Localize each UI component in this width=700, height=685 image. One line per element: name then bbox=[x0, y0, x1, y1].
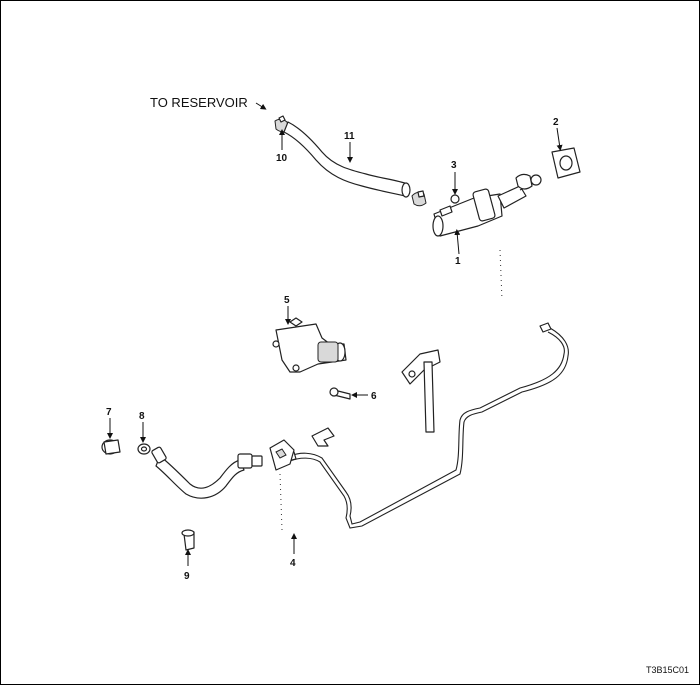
bolt bbox=[329, 387, 351, 400]
pipe-bracket bbox=[401, 349, 441, 433]
washer bbox=[137, 443, 151, 455]
svg-text:11: 11 bbox=[344, 131, 355, 142]
svg-text:6: 6 bbox=[371, 391, 377, 402]
clutch-pipe bbox=[285, 322, 569, 529]
callout-11: 11 bbox=[344, 131, 355, 163]
svg-text:9: 9 bbox=[184, 571, 190, 582]
pipe-clip bbox=[311, 427, 335, 447]
callout-7: 7 bbox=[106, 407, 113, 439]
callout-8: 8 bbox=[139, 411, 146, 443]
svg-text:5: 5 bbox=[284, 295, 290, 306]
reservoir-arrow bbox=[255, 102, 267, 110]
callout-4: 4 bbox=[290, 533, 297, 569]
svg-text:2: 2 bbox=[553, 117, 559, 128]
alignment-line-1 bbox=[499, 249, 503, 301]
pipe-grommet-bracket bbox=[269, 439, 295, 471]
mounting-bolt bbox=[181, 529, 195, 551]
alignment-line-2 bbox=[279, 473, 283, 531]
clutch-master-cylinder bbox=[432, 173, 542, 237]
callout-9: 9 bbox=[184, 549, 191, 582]
gasket bbox=[551, 147, 581, 179]
callout-6: 6 bbox=[351, 391, 377, 402]
callout-3: 3 bbox=[451, 160, 458, 195]
figure-code: T3B15C01 bbox=[646, 665, 689, 675]
reservoir-caption: TO RESERVOIR bbox=[150, 95, 248, 110]
svg-text:10: 10 bbox=[276, 153, 288, 164]
reservoir-hose bbox=[283, 121, 411, 198]
hose-clamp-lower bbox=[411, 190, 427, 207]
clutch-hose bbox=[151, 446, 263, 499]
clutch-slave-cylinder bbox=[272, 317, 347, 373]
callout-2: 2 bbox=[553, 117, 563, 151]
nut bbox=[450, 194, 460, 204]
callout-5: 5 bbox=[284, 295, 291, 325]
callout-10: 10 bbox=[276, 129, 288, 164]
callout-1: 1 bbox=[454, 229, 461, 267]
bleeder-cap bbox=[101, 439, 121, 455]
svg-text:4: 4 bbox=[290, 558, 296, 569]
svg-text:1: 1 bbox=[455, 256, 461, 267]
svg-text:3: 3 bbox=[451, 160, 457, 171]
svg-text:8: 8 bbox=[139, 411, 145, 422]
svg-text:7: 7 bbox=[106, 407, 112, 418]
